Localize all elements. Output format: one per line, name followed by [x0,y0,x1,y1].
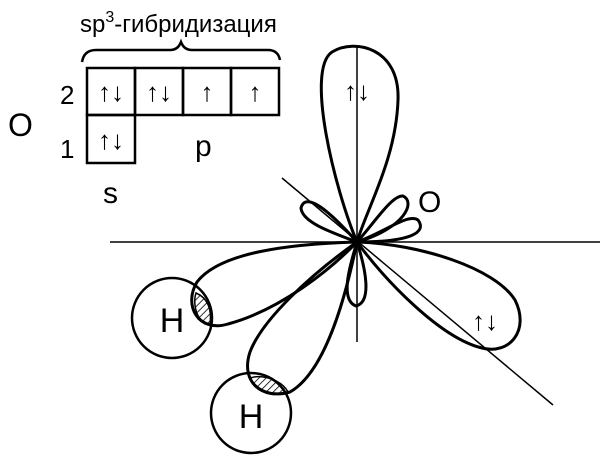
level-2-label: 2 [60,80,74,110]
hydrogen-atom-2 [209,371,293,455]
hydrogen-label-2: H [239,398,264,436]
atom-label: O [8,107,33,143]
s-sublevel-label: s [103,177,118,210]
lobe-right [355,240,522,351]
overlap-h1 [194,291,212,325]
electrons-2p-1: ↑↓ [146,77,172,107]
p-sublevel-label: p [195,130,212,163]
orbital-cells-level-2: ↑↓ ↑↓ ↑ ↑ [85,66,281,117]
oxygen-center-label: O [418,186,441,219]
hydrogen-atom-1 [130,276,214,360]
lobe-left-h1 [190,240,359,328]
lobe-top [319,44,400,244]
brace [80,38,282,63]
hydrogen-label-1: H [160,302,185,340]
cell-2p-3 [229,66,281,117]
overlap-h2 [248,376,290,395]
lobe-lower-h2 [246,240,359,396]
hybridization-title: sp3-гибридизация [80,9,277,38]
level-1-label: 1 [60,134,74,164]
orbital-cells-level-1: ↑↓ [85,113,137,165]
electrons-2s: ↑↓ [98,77,124,107]
small-lobe-upper-right-2 [355,217,422,244]
lone-pair-right: ↑↓ [472,306,498,336]
electrons-2p-3: ↑ [249,77,262,107]
cell-1s [85,113,137,165]
electrons-2p-2: ↑ [201,77,214,107]
electrons-1s: ↑↓ [98,125,124,155]
small-lobe-down [345,240,368,308]
lone-pair-top: ↑↓ [344,76,370,106]
diagonal-axis [281,177,554,406]
small-lobe-upper-left [299,200,359,244]
